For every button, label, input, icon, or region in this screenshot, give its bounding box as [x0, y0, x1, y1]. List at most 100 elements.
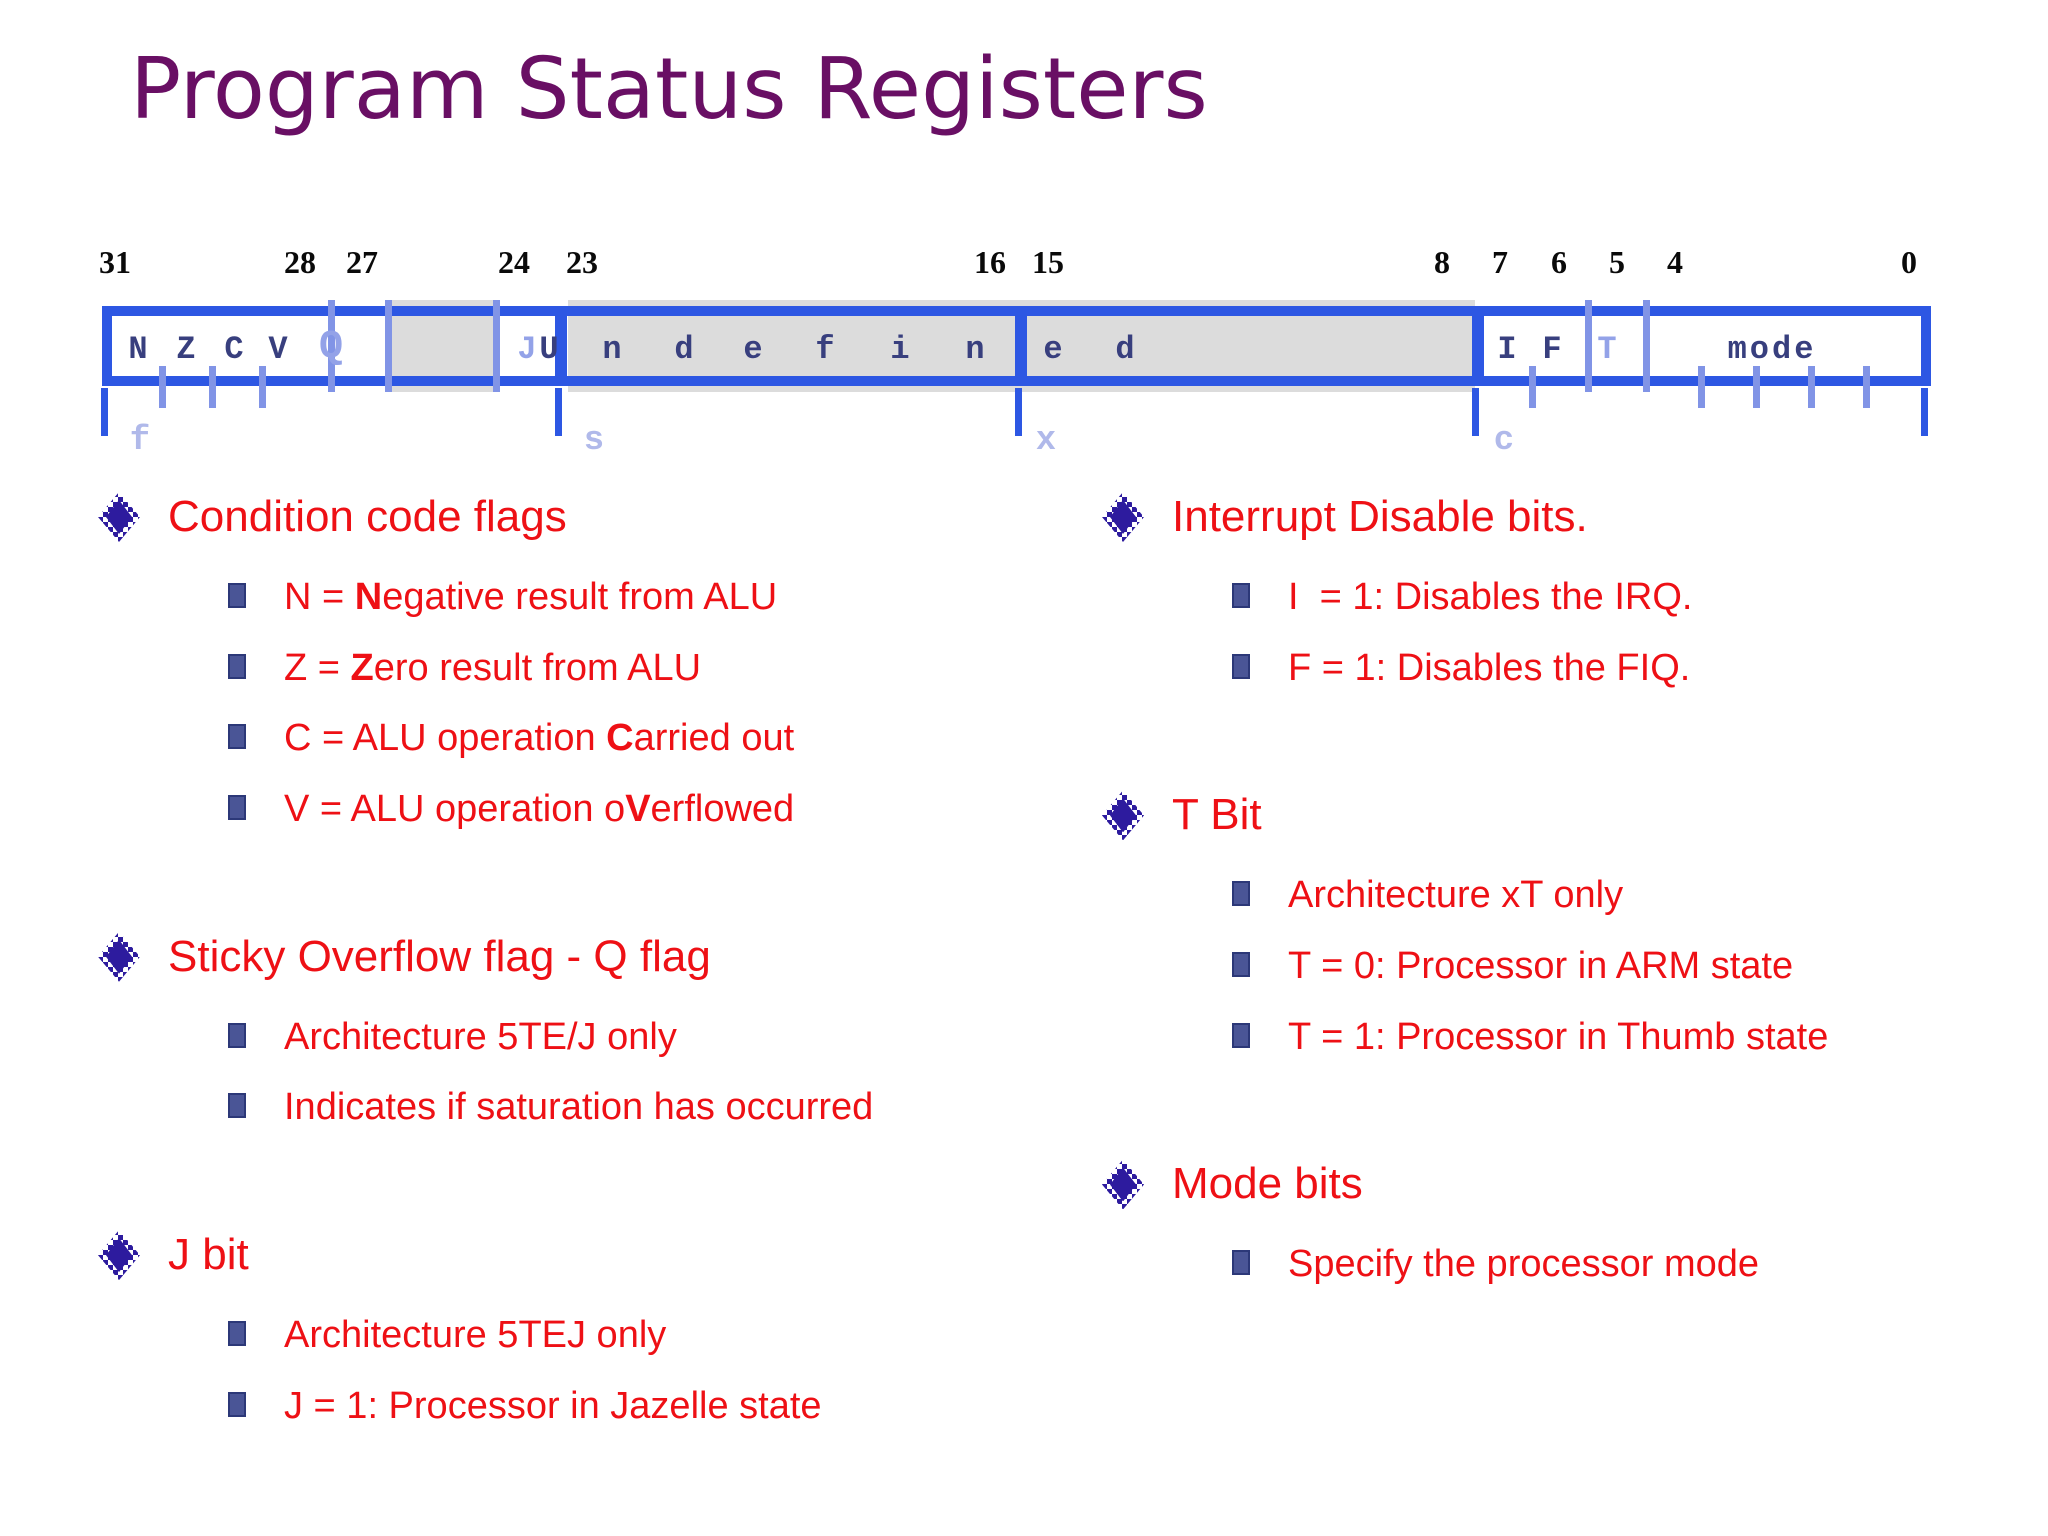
- square-bullet-icon: [228, 583, 246, 608]
- bullet-text-segment: Architecture xT only: [1288, 874, 1624, 917]
- square-bullet-icon: [1232, 583, 1250, 608]
- bullet-text: Architecture 5TEJ only: [284, 1314, 666, 1358]
- section-heading: Mode bits: [1102, 1159, 2038, 1210]
- section-heading: Sticky Overflow flag - Q flag: [98, 932, 1068, 982]
- bullet-item: N = Negative result from ALU: [98, 576, 1068, 620]
- register-letter-J: J: [517, 331, 537, 368]
- bullet-text-segment: Specify the processor mode: [1288, 1243, 1760, 1286]
- square-bullet-icon: [228, 1321, 246, 1347]
- bullet-text: C = ALU operation Carried out: [284, 717, 794, 761]
- bit-number-label: 4: [1667, 244, 1683, 280]
- bullet-text: Specify the processor mode: [1288, 1243, 1759, 1287]
- bit-divider-light: [385, 300, 392, 392]
- bullet-column-left: Condition code flags N = Negative result …: [98, 492, 1068, 1456]
- register-letter-I: I: [1497, 331, 1517, 368]
- register-letter-n: n: [965, 331, 985, 368]
- bullet-text-segment: I = 1: Disables the IRQ.: [1288, 576, 1693, 618]
- bullet-list: I = 1: Disables the IRQ. F = 1: Disables …: [1102, 576, 2038, 690]
- bullet-text-segment: Indicates if saturation has occurred: [284, 1086, 874, 1129]
- bit-number-label: 8: [1434, 244, 1450, 280]
- bullet-text-segment: erflowed: [650, 788, 795, 831]
- register-letter-i: i: [890, 331, 910, 368]
- register-letter-U: U: [539, 331, 559, 368]
- bullet-text: J = 1: Processor in Jazelle state: [284, 1385, 822, 1429]
- field-group-label-x: x: [1035, 422, 1057, 460]
- register-letter-d: d: [1115, 331, 1135, 368]
- bullet-list: Architecture 5TEJ only J = 1: Processor i…: [98, 1314, 1068, 1428]
- section-heading: J bit: [98, 1229, 1068, 1281]
- bit-number-label: 0: [1901, 244, 1917, 280]
- slide-title: Program Status Registers: [130, 40, 1208, 139]
- diamond-bullet-icon: [98, 1230, 140, 1281]
- section-title: Mode bits: [1172, 1159, 1363, 1209]
- bit-tick: [1753, 366, 1760, 408]
- square-bullet-icon: [228, 653, 246, 679]
- diamond-bullet-icon: [1102, 492, 1144, 542]
- bullet-text-segment: J = 1: Processor in Jazelle state: [284, 1384, 822, 1427]
- section-title: Sticky Overflow flag - Q flag: [168, 931, 711, 981]
- bullet-column-right: Interrupt Disable bits. I = 1: Disables t…: [1102, 492, 2038, 1314]
- bullet-text-segment: C = ALU operation: [284, 717, 607, 760]
- bit-divider-light: [493, 300, 500, 392]
- register-letter-Q: Q: [318, 325, 344, 370]
- bullet-text: I = 1: Disables the IRQ.: [1288, 576, 1692, 620]
- register-letter-Z: Z: [176, 331, 196, 368]
- field-group-tick: [1921, 388, 1928, 436]
- bit-number-label: 27: [346, 244, 378, 280]
- register-letter-V: V: [268, 331, 288, 368]
- bullet-text-segment: T = 0: Processor in ARM state: [1288, 945, 1794, 988]
- bullet-item: Indicates if saturation has occurred: [98, 1086, 1068, 1130]
- bullet-text: T = 1: Processor in Thumb state: [1288, 1016, 1828, 1060]
- register-letter-d: d: [674, 331, 694, 368]
- bullet-text-segment: Architecture 5TEJ only: [284, 1314, 667, 1357]
- bit-number-label: 15: [1032, 244, 1064, 280]
- field-group-tick: [1015, 388, 1022, 436]
- bullet-item: T = 0: Processor in ARM state: [1102, 945, 2038, 989]
- register-letter-e: e: [743, 331, 763, 368]
- register-letter-f: f: [815, 331, 835, 368]
- square-bullet-icon: [1232, 1250, 1250, 1276]
- bit-number-label: 31: [99, 244, 131, 280]
- square-bullet-icon: [1232, 952, 1250, 978]
- bit-divider-light: [1585, 300, 1592, 392]
- bullet-item: Architecture xT only: [1102, 874, 2038, 918]
- section-title: Interrupt Disable bits.: [1172, 491, 1588, 541]
- section: Condition code flags N = Negative result …: [98, 492, 1068, 832]
- bullet-item: I = 1: Disables the IRQ.: [1102, 576, 2038, 620]
- bullet-text: Architecture xT only: [1288, 874, 1623, 918]
- section: Interrupt Disable bits. I = 1: Disables t…: [1102, 492, 2038, 690]
- field-divider-thick: [555, 306, 567, 386]
- diamond-bullet-icon: [98, 492, 140, 542]
- bullet-text: F = 1: Disables the FIQ.: [1288, 647, 1690, 691]
- section-title: T Bit: [1172, 790, 1262, 840]
- field-group-label-s: s: [583, 422, 605, 460]
- bullet-text-segment: F = 1: Disables the FIQ.: [1288, 646, 1691, 689]
- bullet-item: J = 1: Processor in Jazelle state: [98, 1385, 1068, 1429]
- bit-tick: [1698, 366, 1705, 408]
- section-title: J bit: [168, 1229, 249, 1279]
- bullet-list: Specify the processor mode: [1102, 1243, 2038, 1287]
- square-bullet-icon: [228, 1022, 246, 1048]
- register-letter-N: N: [128, 331, 148, 368]
- bit-tick: [1529, 366, 1536, 408]
- bullet-text: Indicates if saturation has occurred: [284, 1086, 873, 1130]
- bullet-text-segment: V: [625, 788, 651, 831]
- bullet-item: V = ALU operation oVerflowed: [98, 788, 1068, 832]
- bullet-text: Architecture 5TE/J only: [284, 1016, 677, 1060]
- bullet-text-segment: Architecture 5TE/J only: [284, 1015, 677, 1058]
- register-letter-mode: mode: [1727, 331, 1817, 368]
- bullet-text-segment: arried out: [633, 717, 795, 760]
- bullet-text-segment: ero result from ALU: [373, 646, 702, 689]
- bullet-item: C = ALU operation Carried out: [98, 717, 1068, 761]
- field-group-tick: [101, 388, 108, 436]
- bullet-item: Specify the processor mode: [1102, 1243, 2038, 1287]
- section-title: Condition code flags: [168, 491, 567, 541]
- bullet-item: Z = Zero result from ALU: [98, 647, 1068, 691]
- diamond-bullet-icon: [98, 931, 140, 982]
